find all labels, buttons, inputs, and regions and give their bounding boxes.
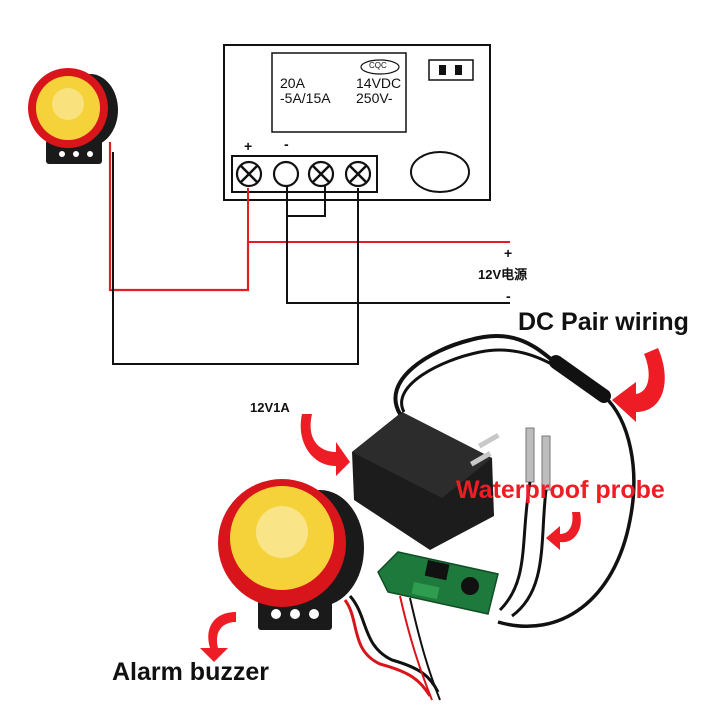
relay-voltage-ac: 250V- bbox=[356, 90, 393, 106]
terminal-screw-2 bbox=[272, 160, 300, 188]
negative-supply-wire bbox=[286, 216, 510, 304]
terminal-screw-1 bbox=[235, 160, 263, 188]
arrow-buzzer-icon bbox=[200, 612, 236, 662]
terminal-screw-4 bbox=[344, 160, 372, 188]
cqc-mark-text: CQC bbox=[369, 61, 387, 70]
terminal-plus-label: + bbox=[244, 138, 253, 154]
arrow-adapter-icon bbox=[300, 414, 350, 476]
alarm-buzzer bbox=[218, 479, 440, 697]
callout-arrows bbox=[200, 348, 665, 662]
arrow-dc-pair-icon bbox=[612, 348, 665, 422]
relay-rating-current: 20A bbox=[280, 75, 305, 91]
thermostat-board bbox=[377, 551, 499, 701]
cqc-logo bbox=[360, 59, 400, 75]
wiring bbox=[108, 142, 510, 365]
buzzer-red-wire bbox=[108, 142, 250, 292]
terminal-screw-3 bbox=[307, 160, 335, 188]
power-supply-label: 12V电源 bbox=[478, 267, 528, 282]
relay-rating-range: -5A/15A bbox=[280, 90, 331, 106]
power-minus-label: - bbox=[506, 288, 511, 304]
top-buzzer bbox=[28, 68, 118, 164]
power-adapter bbox=[352, 334, 636, 628]
buzzer-port bbox=[410, 151, 470, 193]
relay-voltage-dc: 14VDC bbox=[356, 75, 402, 91]
jumper-header bbox=[428, 59, 474, 81]
relay-module bbox=[223, 44, 491, 201]
buzzer-black-wire bbox=[112, 152, 359, 365]
adapter-rating-label: 12V1A bbox=[250, 400, 290, 415]
terminal-minus-label: - bbox=[284, 136, 289, 152]
relay-component bbox=[271, 52, 407, 133]
dc-pair-callout: DC Pair wiring bbox=[518, 308, 689, 336]
buzzer-callout: Alarm buzzer bbox=[112, 658, 269, 686]
power-plus-label: + bbox=[504, 245, 513, 261]
arrow-probe-icon bbox=[546, 512, 581, 550]
probe-callout: Waterproof probe bbox=[456, 476, 665, 504]
terminal-bridge-wire bbox=[286, 186, 326, 217]
waterproof-probe bbox=[498, 427, 551, 618]
